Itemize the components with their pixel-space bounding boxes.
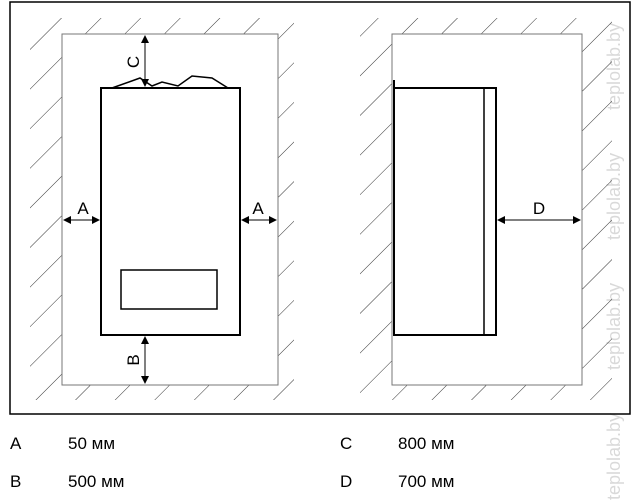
legend-letter-d: D [340, 472, 353, 491]
legend-item-d: D 700 мм [330, 472, 630, 494]
side-view: D [360, 18, 612, 400]
legend-value-c: 800 мм [398, 434, 455, 453]
legend-letter-c: C [340, 434, 353, 453]
watermark-text-1: teplolab.by [604, 413, 624, 500]
dimension-a-left-label: A [77, 199, 89, 218]
side-wall-hatch [360, 18, 612, 400]
legend-letter-b: B [10, 472, 22, 491]
dimension-b-label: B [124, 354, 143, 365]
legend-letter-a: A [10, 434, 22, 453]
front-view: C A A B [30, 18, 294, 400]
diagram-frame [9, 1, 631, 415]
front-wall-hatch [30, 18, 294, 400]
dimension-c-label: C [124, 56, 143, 68]
legend-value-d: 700 мм [398, 472, 455, 491]
legend-item-a: A 50 мм [0, 434, 320, 456]
boiler-side-body [393, 87, 497, 336]
boiler-control-panel [120, 269, 218, 310]
legend-item-b: B 500 мм [0, 472, 320, 494]
dimension-d-label: D [533, 199, 545, 218]
legend-value-b: 500 мм [68, 472, 125, 491]
dimension-a-right-label: A [252, 199, 264, 218]
legend-value-a: 50 мм [68, 434, 116, 453]
legend-item-c: C 800 мм [330, 434, 630, 456]
